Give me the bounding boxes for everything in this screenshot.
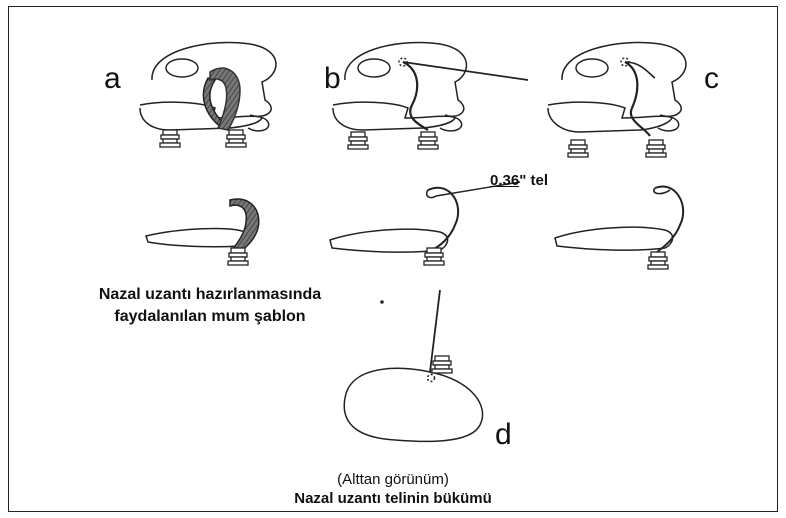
wire-label-rest: " tel — [519, 172, 548, 189]
wax-template-caption-line2: faydalanılan mum şablon — [60, 306, 360, 328]
panel-b-side-drawing — [330, 182, 520, 265]
panel-letter-b: b — [324, 64, 341, 94]
panel-c-drawing — [548, 43, 686, 158]
panel-a-nostril — [166, 59, 198, 77]
wax-template-caption: Nazal uzantı hazırlanmasında faydalanıla… — [60, 284, 360, 328]
panel-letter-c: c — [704, 64, 719, 94]
panel-d-palate-outline — [344, 368, 482, 441]
panel-a-screw-left — [160, 130, 180, 147]
bottom-caption-line2: Nazal uzantı telinin bükümü — [243, 489, 543, 508]
panel-b-wire-extension — [403, 62, 528, 80]
wax-template-drawing — [146, 199, 259, 265]
bottom-caption: (Alttan görünüm) Nazal uzantı telinin bü… — [243, 470, 543, 508]
panel-b-drawing — [333, 43, 528, 150]
panel-b-wire — [403, 62, 428, 130]
bottom-caption-line1: (Alttan görünüm) — [243, 470, 543, 489]
panel-letter-a: a — [104, 64, 121, 94]
wire-label-value: 0.36 — [490, 172, 519, 189]
panel-a-drawing — [140, 43, 276, 148]
panel-a-screw-right — [226, 130, 246, 147]
wax-template-caption-line1: Nazal uzantı hazırlanmasında — [60, 284, 360, 306]
panel-letter-d: d — [495, 420, 512, 450]
wire-label: 0.36" tel — [490, 172, 548, 189]
wax-template-screw — [228, 248, 248, 265]
panel-d-drawing — [344, 290, 482, 441]
panel-d-screw — [432, 356, 452, 373]
panel-c-side-drawing — [555, 186, 683, 269]
